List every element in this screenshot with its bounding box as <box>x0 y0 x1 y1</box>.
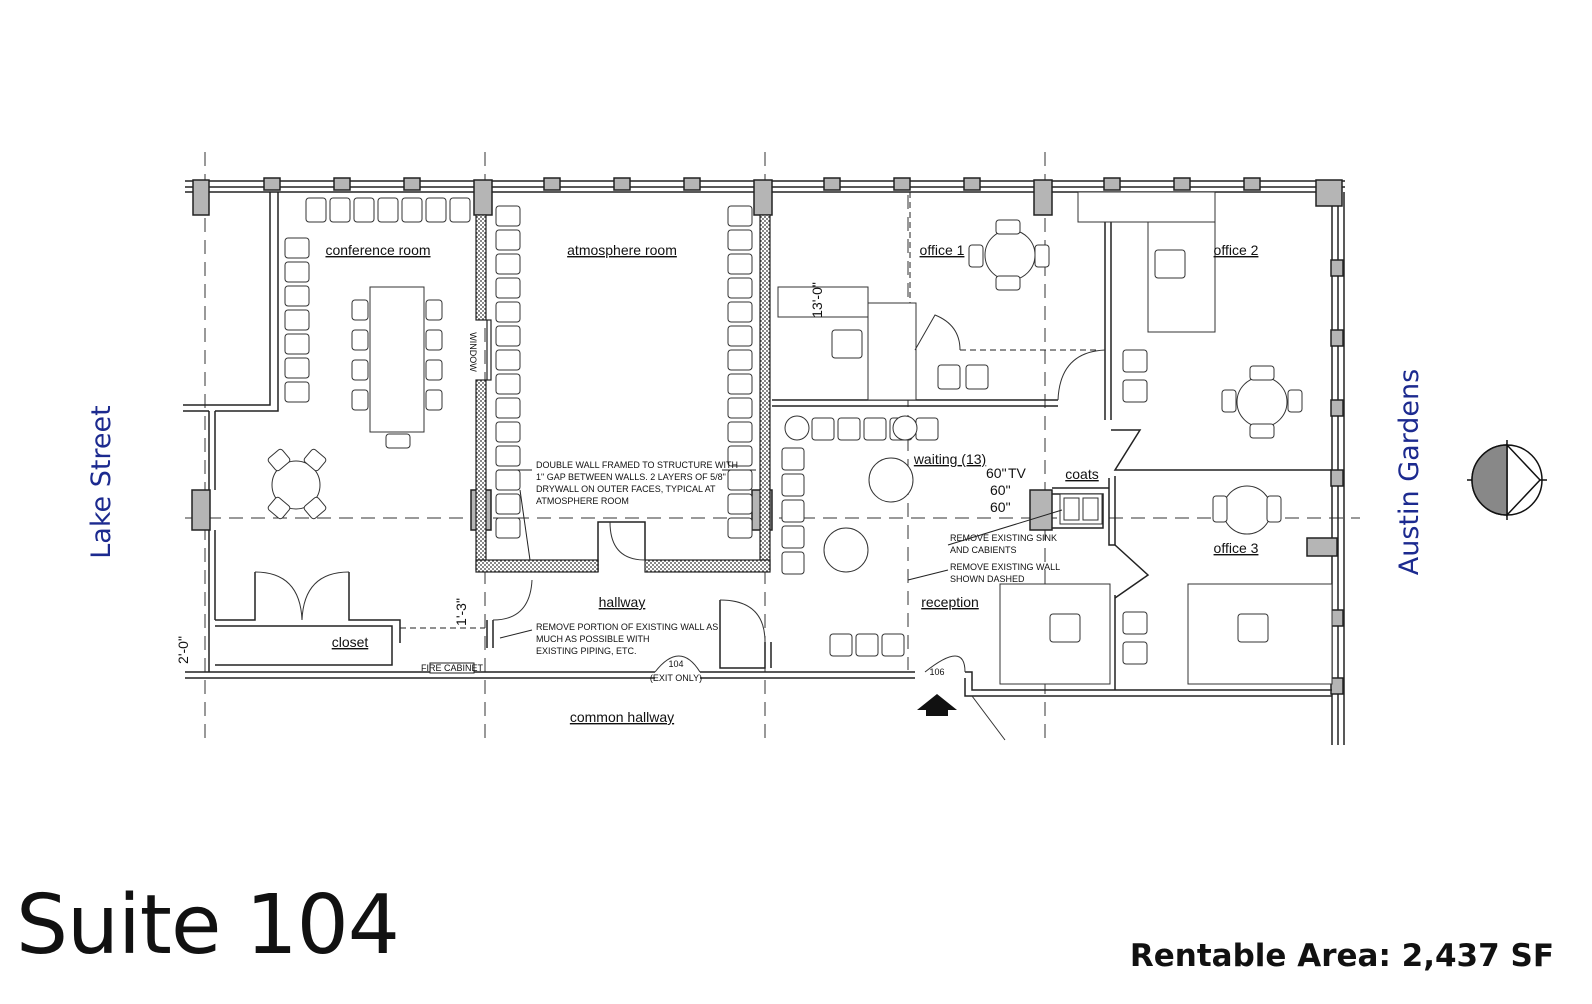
svg-text:AND CABIENTS: AND CABIENTS <box>950 545 1017 555</box>
svg-text:104: 104 <box>668 659 683 669</box>
svg-text:1'-3": 1'-3" <box>453 598 469 626</box>
room-label-conference: conference room <box>325 242 430 258</box>
svg-text:FIRE CABINET: FIRE CABINET <box>421 663 484 673</box>
entry-arrow-icon <box>917 694 957 716</box>
svg-text:DOUBLE WALL FRAMED TO STRUCTUR: DOUBLE WALL FRAMED TO STRUCTURE WITH <box>536 460 738 470</box>
svg-text:ATMOSPHERE ROOM: ATMOSPHERE ROOM <box>536 496 629 506</box>
room-label-reception: reception <box>921 594 979 610</box>
atmosphere-seating <box>495 205 753 539</box>
svg-text:REMOVE PORTION OF EXISTING WAL: REMOVE PORTION OF EXISTING WALL AS <box>536 622 718 632</box>
svg-text:60": 60" <box>990 499 1011 515</box>
interior-walls <box>183 192 1332 697</box>
room-label-coats: coats <box>1065 466 1098 482</box>
svg-text:106: 106 <box>929 667 944 677</box>
svg-text:REMOVE EXISTING WALL: REMOVE EXISTING WALL <box>950 562 1060 572</box>
svg-text:2'-0": 2'-0" <box>175 636 191 664</box>
north-arrow-icon <box>1467 440 1547 520</box>
rentable-area: Rentable Area: 2,437 SF <box>1129 938 1554 974</box>
construction-notes: DOUBLE WALL FRAMED TO STRUCTURE WITH 1" … <box>175 282 1060 683</box>
atmosphere-double-walls <box>475 214 771 573</box>
svg-text:EXISTING PIPING, ETC.: EXISTING PIPING, ETC. <box>536 646 637 656</box>
svg-text:SHOWN DASHED: SHOWN DASHED <box>950 574 1025 584</box>
room-label-office-3: office 3 <box>1214 540 1259 556</box>
room-label-office-2: office 2 <box>1214 242 1259 258</box>
svg-text:DRYWALL ON OUTER FACES, TYPICA: DRYWALL ON OUTER FACES, TYPICAL AT <box>536 484 716 494</box>
svg-text:60": 60" <box>990 482 1011 498</box>
room-label-office-1: office 1 <box>920 242 965 258</box>
street-label-lake: Lake Street <box>86 405 117 559</box>
svg-text:13'-0": 13'-0" <box>809 282 825 318</box>
room-label-waiting: waiting (13) <box>913 451 986 467</box>
svg-text:60": 60" <box>986 465 1007 481</box>
svg-text:REMOVE EXISTING SINK: REMOVE EXISTING SINK <box>950 533 1057 543</box>
door-swings <box>254 314 1106 741</box>
note-leader-lines <box>498 469 1063 639</box>
office-furniture <box>777 191 1333 685</box>
room-label-hallway: hallway <box>599 594 646 610</box>
svg-text:TV: TV <box>1008 465 1027 481</box>
svg-text:(EXIT ONLY): (EXIT ONLY) <box>650 673 702 683</box>
waiting-furniture <box>781 415 1103 657</box>
room-label-common-hallway: common hallway <box>570 709 674 725</box>
svg-text:MUCH AS POSSIBLE WITH: MUCH AS POSSIBLE WITH <box>536 634 650 644</box>
conference-furniture <box>267 197 471 520</box>
street-label-austin: Austin Gardens <box>1394 369 1425 575</box>
room-label-atmosphere: atmosphere room <box>567 242 677 258</box>
room-label-closet: closet <box>332 634 369 650</box>
svg-text:WINDOW: WINDOW <box>468 332 478 372</box>
suite-title: Suite 104 <box>16 878 400 973</box>
svg-text:1" GAP BETWEEN WALLS. 2 LAYERS: 1" GAP BETWEEN WALLS. 2 LAYERS OF 5/8" <box>536 472 726 482</box>
